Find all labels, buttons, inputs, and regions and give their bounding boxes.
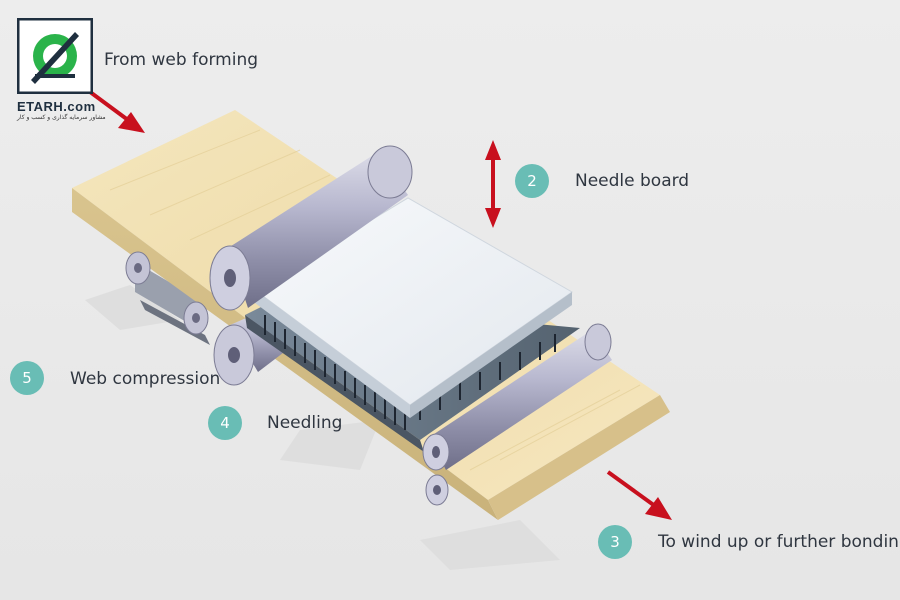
exit-roller-lower bbox=[425, 474, 449, 506]
lower-roller-left-1 bbox=[125, 251, 151, 285]
exit-roller-upper bbox=[422, 323, 612, 471]
step-badge-4: 4 bbox=[208, 406, 242, 440]
needle-array bbox=[264, 315, 556, 430]
arrow-needle-board-updown bbox=[485, 140, 501, 228]
step-badge-3: 3 bbox=[598, 525, 632, 559]
label-needling: Needling bbox=[267, 413, 343, 433]
label-web-compression: Web compression bbox=[70, 369, 221, 389]
step-badge-2: 2 bbox=[515, 164, 549, 198]
lower-roller-left-2 bbox=[183, 301, 209, 335]
step-badge-5: 5 bbox=[10, 361, 44, 395]
floor-shadows bbox=[85, 285, 560, 570]
label-to-wind-up: To wind up or further bonding bbox=[658, 532, 900, 552]
arrow-web-out bbox=[606, 470, 672, 520]
label-needle-board: Needle board bbox=[575, 171, 690, 191]
etarh-logo-icon bbox=[17, 18, 93, 94]
compression-roller-upper bbox=[209, 145, 413, 311]
needle-board bbox=[254, 197, 573, 418]
label-from-web-forming: From web forming bbox=[104, 50, 259, 70]
brand-name: ETARH.com bbox=[17, 99, 96, 114]
brand-tagline: مشاور سرمایه گذاری و کسب و کار bbox=[17, 114, 106, 121]
